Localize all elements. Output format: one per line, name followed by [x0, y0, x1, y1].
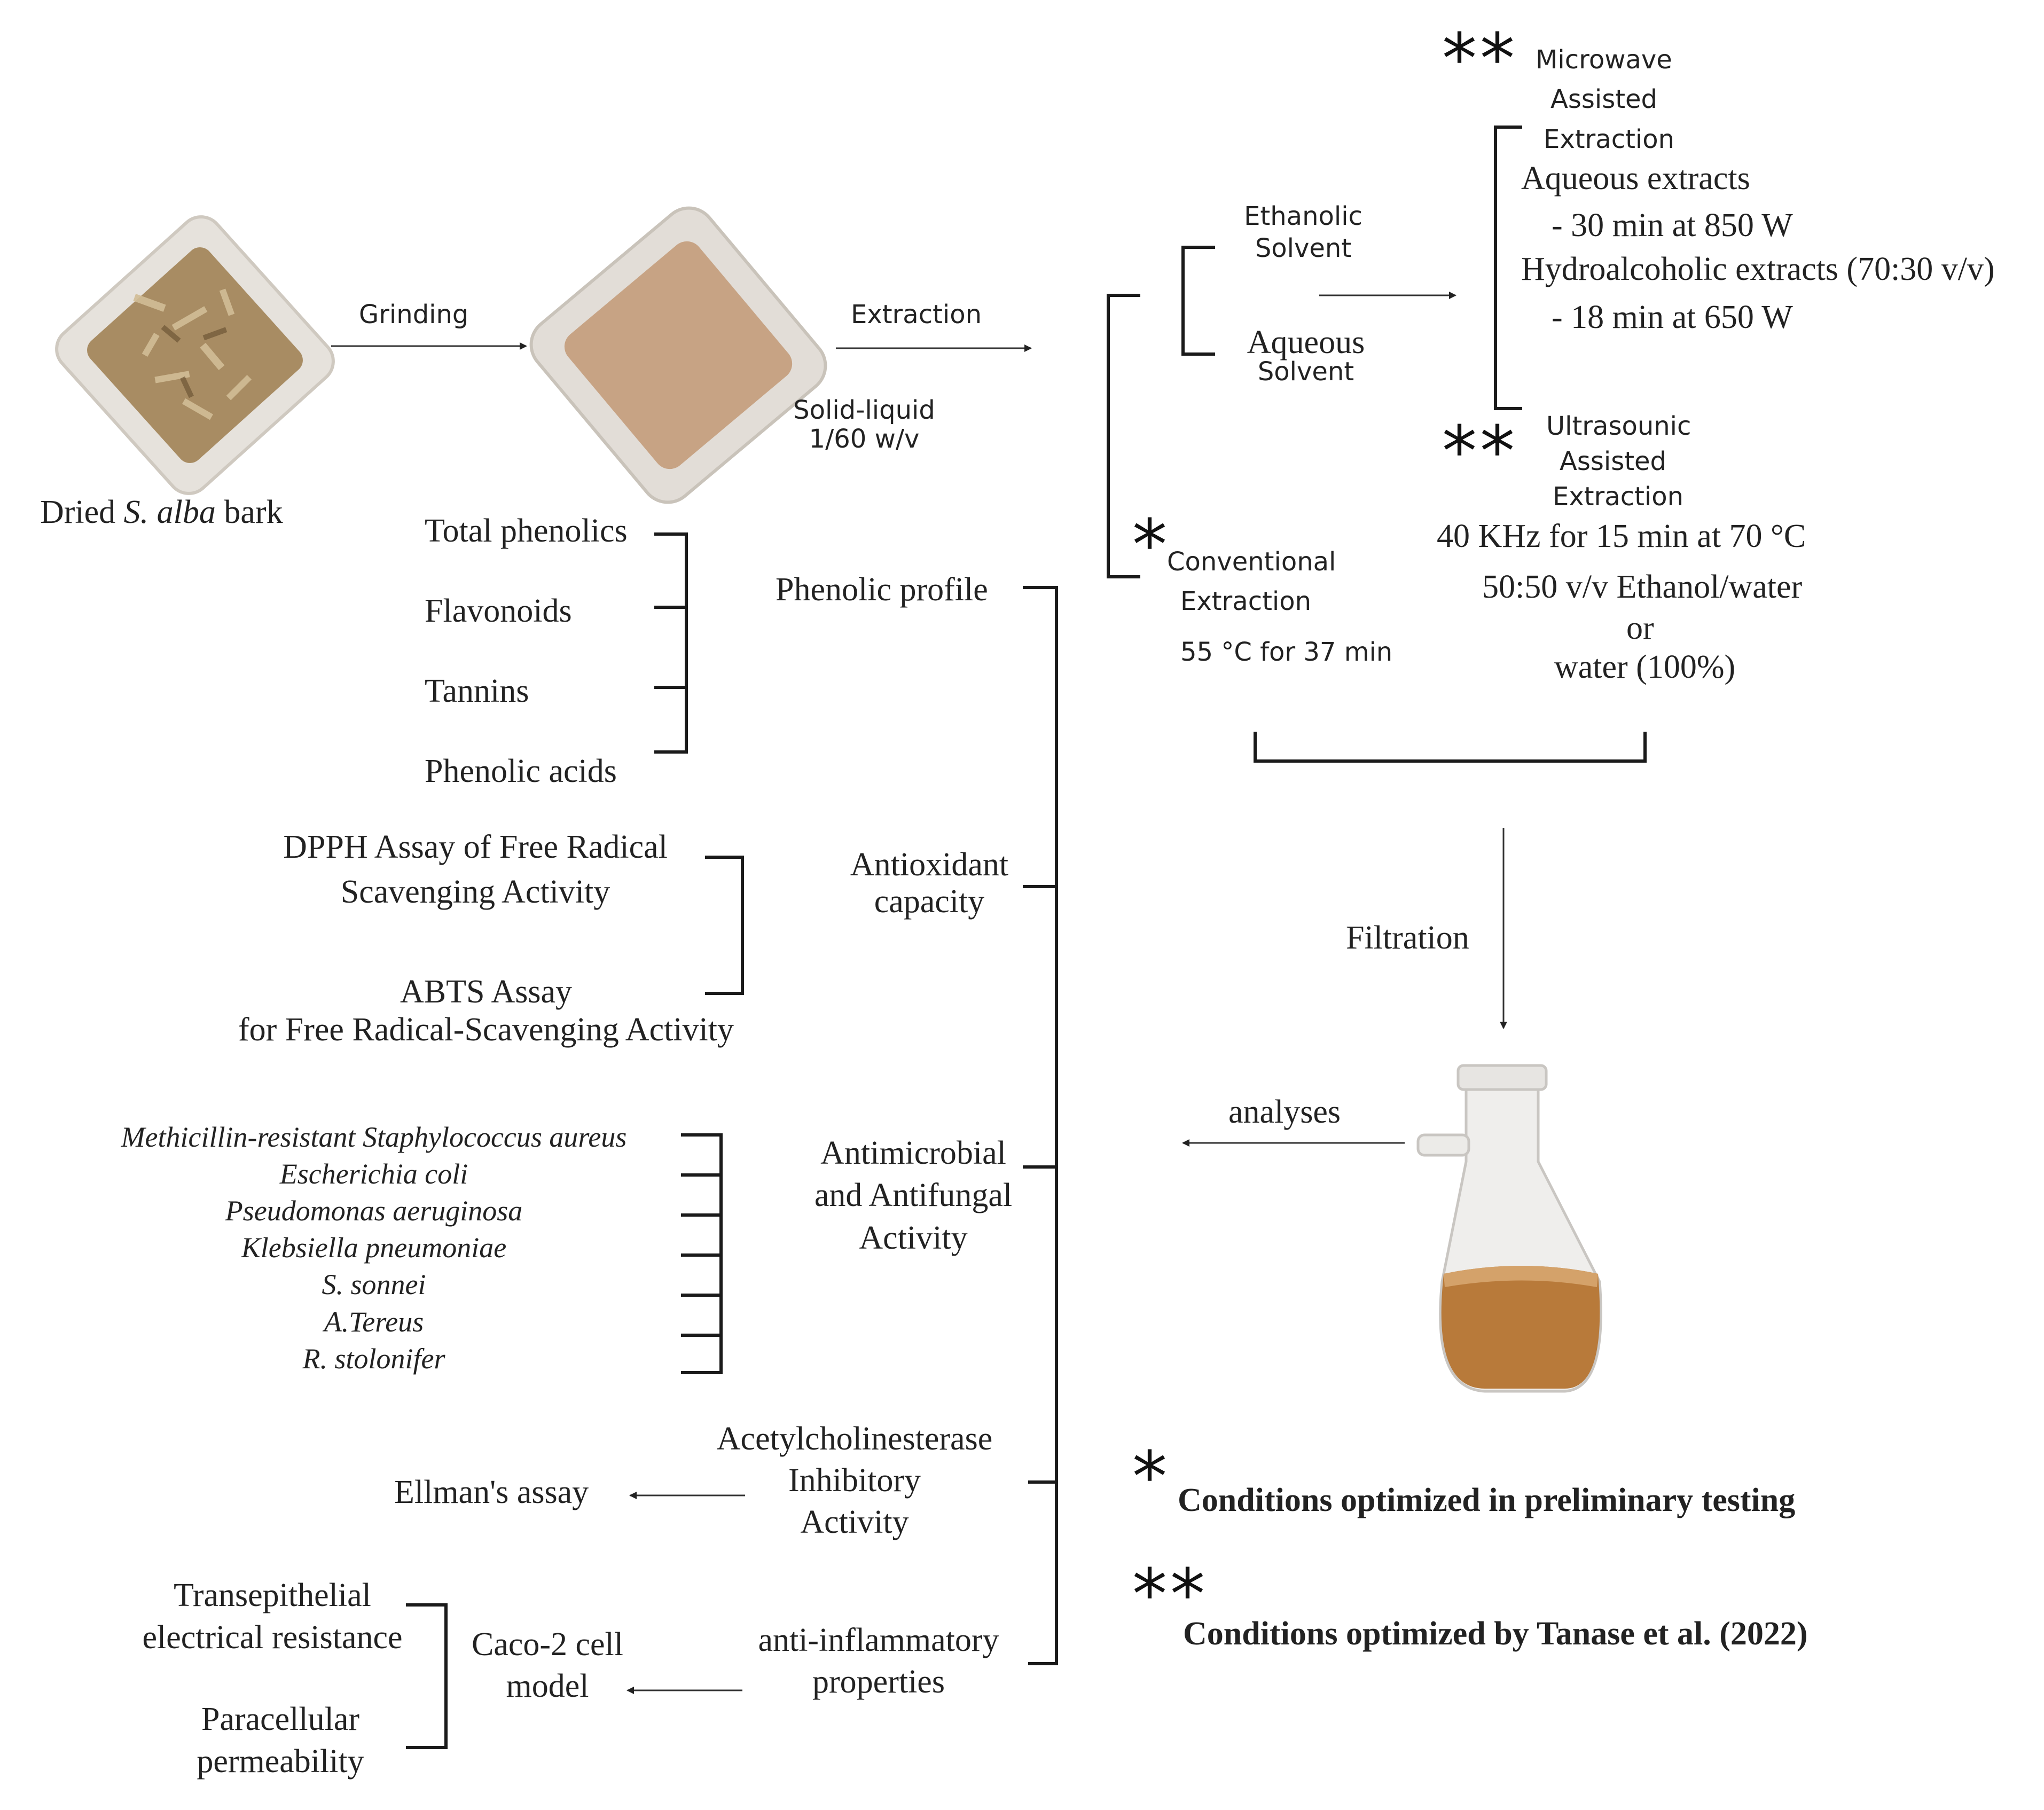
microbe-list: Methicillin-resistant Staphylococcus aur…	[80, 1119, 668, 1377]
uae-double-star: **	[1442, 411, 1518, 492]
legend-tanase-2022: Conditions optimized by Tanase et al. (2…	[1183, 1616, 1808, 1652]
phenolic-item-flavonoids: Flavonoids	[425, 593, 572, 629]
phenolic-item-acids: Phenolic acids	[425, 753, 617, 789]
phenolic-item-tannins: Tannins	[425, 673, 529, 709]
aqueous-solvent: Aqueous Solvent	[1247, 324, 1365, 387]
uae-condition-solvent: 50:50 v/v Ethanol/water	[1482, 569, 1803, 605]
microbe-mrsa: Methicillin-resistant Staphylococcus aur…	[121, 1121, 627, 1153]
ache-inhibitory-activity: Acetylcholinesterase Inhibitory Activity	[716, 1421, 993, 1541]
mae-aqueous-conditions: - 30 min at 850 W	[1552, 207, 1793, 244]
legend-single-star: *	[1132, 1436, 1167, 1517]
microbe-r-stolonifer: R. stolonifer	[302, 1342, 445, 1375]
conventional-conditions: 55 °C for 37 min	[1180, 637, 1393, 667]
uae-condition-water: water (100%)	[1554, 649, 1736, 685]
bark-chips-tray-image	[55, 215, 335, 495]
analyses-spine	[1023, 586, 1058, 1665]
solvent-bracket	[1181, 246, 1215, 356]
legend-double-star: **	[1132, 1554, 1208, 1635]
grinding-label: Grinding	[359, 300, 469, 330]
ellman-assay: Ellman's assay	[394, 1474, 589, 1510]
extraction-bracket	[1107, 294, 1140, 578]
conventional-star: *	[1132, 504, 1167, 585]
dried-bark-label: Dried S. alba bark	[40, 494, 283, 530]
mae-uae-bracket	[1494, 126, 1522, 410]
phenolic-item-total: Total phenolics	[425, 513, 628, 549]
merge-bracket	[1254, 732, 1647, 763]
conventional-title: Conventional Extraction	[1167, 547, 1336, 617]
mae-title: Microwave Assisted Extraction	[1536, 45, 1675, 154]
mae-aqueous-extracts: Aqueous extracts	[1521, 160, 1750, 197]
filtration-flask-image	[1416, 1064, 1602, 1393]
microbe-s-sonnei: S. sonnei	[322, 1268, 426, 1301]
microbe-a-tereus: A.Tereus	[324, 1305, 424, 1338]
uae-condition-or: or	[1626, 610, 1654, 646]
extraction-label: Extraction	[851, 300, 982, 330]
filtration-label: Filtration	[1346, 920, 1469, 956]
antimicrobial-activity: Antimicrobial and Antifungal Activity	[814, 1135, 1013, 1256]
microbe-ecoli: Escherichia coli	[279, 1158, 468, 1190]
mae-hydroalcoholic-conditions: - 18 min at 650 W	[1552, 299, 1793, 335]
phenolic-items-bracket	[654, 532, 688, 754]
analyses-label: analyses	[1228, 1094, 1341, 1130]
uae-condition-frequency: 40 KHz for 15 min at 70 °C	[1437, 518, 1806, 554]
microbe-klebsiella: Klebsiella pneumoniae	[241, 1232, 507, 1264]
microbe-pseudomonas: Pseudomonas aeruginosa	[225, 1195, 523, 1227]
assays-bracket	[705, 856, 744, 995]
uae-title: Ultrasounic Assisted Extraction	[1546, 411, 1691, 512]
legend-preliminary-testing: Conditions optimized in preliminary test…	[1178, 1482, 1796, 1518]
phenolic-profile: Phenolic profile	[776, 571, 988, 608]
mae-hydroalcoholic-extracts: Hydroalcoholic extracts (70:30 v/v)	[1521, 251, 1995, 287]
bark-powder-tray-image	[529, 206, 827, 504]
teer-bracket	[406, 1603, 448, 1749]
mae-double-star: **	[1442, 18, 1518, 99]
